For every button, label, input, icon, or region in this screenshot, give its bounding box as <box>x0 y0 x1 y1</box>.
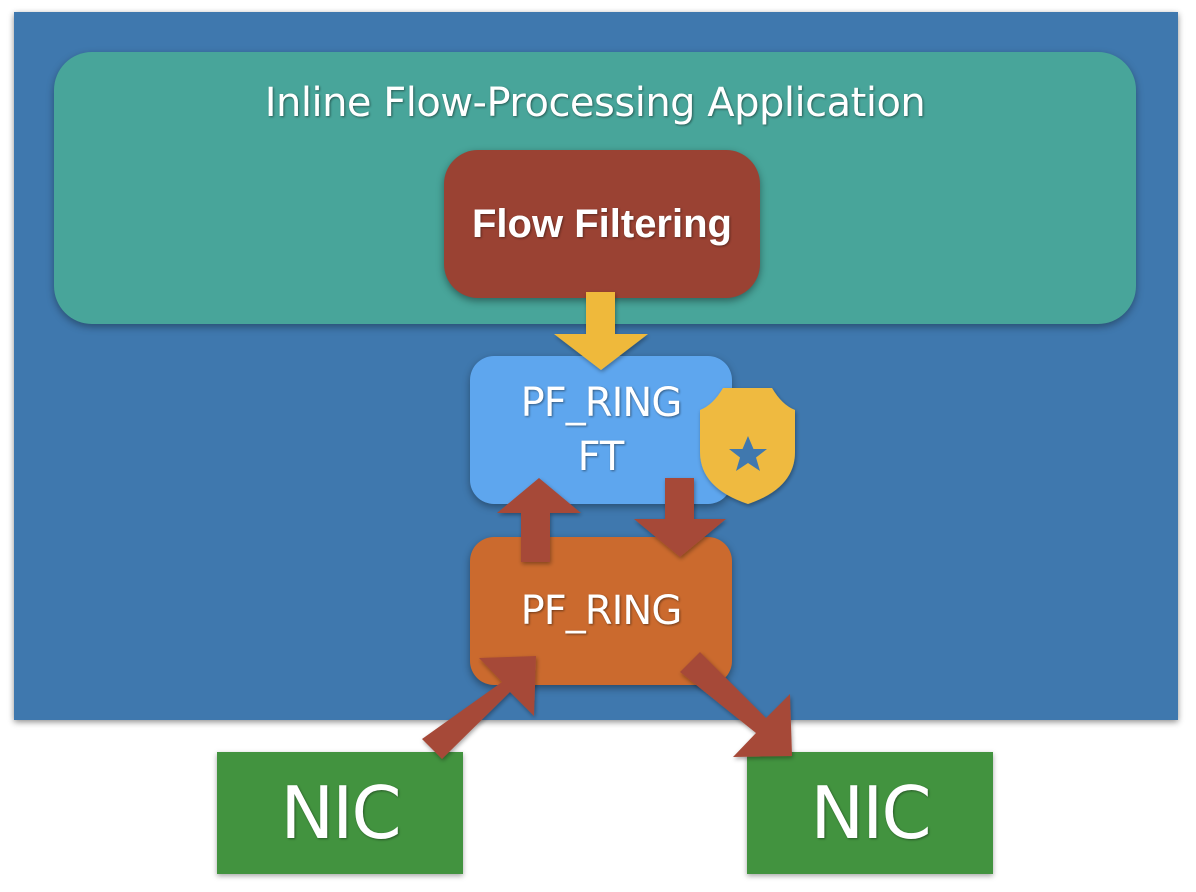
nic-left-label: NIC <box>280 771 401 855</box>
nic-right-box: NIC <box>747 752 993 874</box>
flow-filtering-box: Flow Filtering <box>444 150 760 298</box>
flow-filtering-label: Flow Filtering <box>472 201 732 246</box>
application-title: Inline Flow-Processing Application <box>264 80 926 126</box>
nic-right-label: NIC <box>810 771 931 855</box>
pf-ring-label: PF_RING <box>520 588 683 634</box>
pf-ring-ft-box: PF_RING FT <box>470 356 732 504</box>
pf-ring-box: PF_RING <box>470 537 732 685</box>
nic-left-box: NIC <box>217 752 463 874</box>
pf-ring-ft-label-line1: PF_RING <box>520 380 683 426</box>
pf-ring-ft-label-line2: FT <box>577 434 625 480</box>
